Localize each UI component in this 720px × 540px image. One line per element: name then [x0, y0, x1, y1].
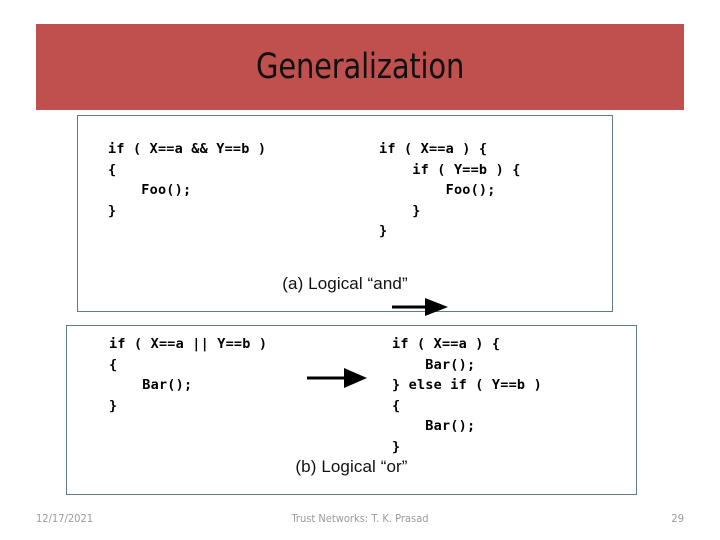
code-after-logical-and: if ( X==a ) { if ( Y==b ) { Foo(); } } [379, 141, 521, 239]
figure-caption-b: (b) Logical “or” [295, 457, 408, 476]
figure-logical-or: if ( X==a || Y==b ) { Bar(); } if ( X==a… [66, 325, 637, 495]
slide-footer: 12/17/2021 Trust Networks: T. K. Prasad … [0, 508, 720, 532]
footer-date: 12/17/2021 [36, 512, 94, 525]
right-arrow-icon [391, 296, 449, 323]
figure-logical-and: if ( X==a && Y==b ) { Foo(); } if ( X==a… [77, 115, 613, 316]
footer-title: Trust Networks: T. K. Prasad [291, 512, 429, 525]
page-title: Generalization [255, 46, 465, 87]
footer-page-number: 29 [671, 512, 684, 525]
right-arrow-icon-b [306, 367, 368, 394]
code-before-logical-and: if ( X==a && Y==b ) { Foo(); } [108, 141, 267, 219]
title-banner: Generalization [36, 24, 684, 110]
figure-caption-a: (a) Logical “and” [282, 274, 408, 293]
code-before-logical-or: if ( X==a || Y==b ) { Bar(); } [109, 336, 268, 414]
code-after-logical-or: if ( X==a ) { Bar(); } else if ( Y==b ) … [392, 336, 542, 455]
